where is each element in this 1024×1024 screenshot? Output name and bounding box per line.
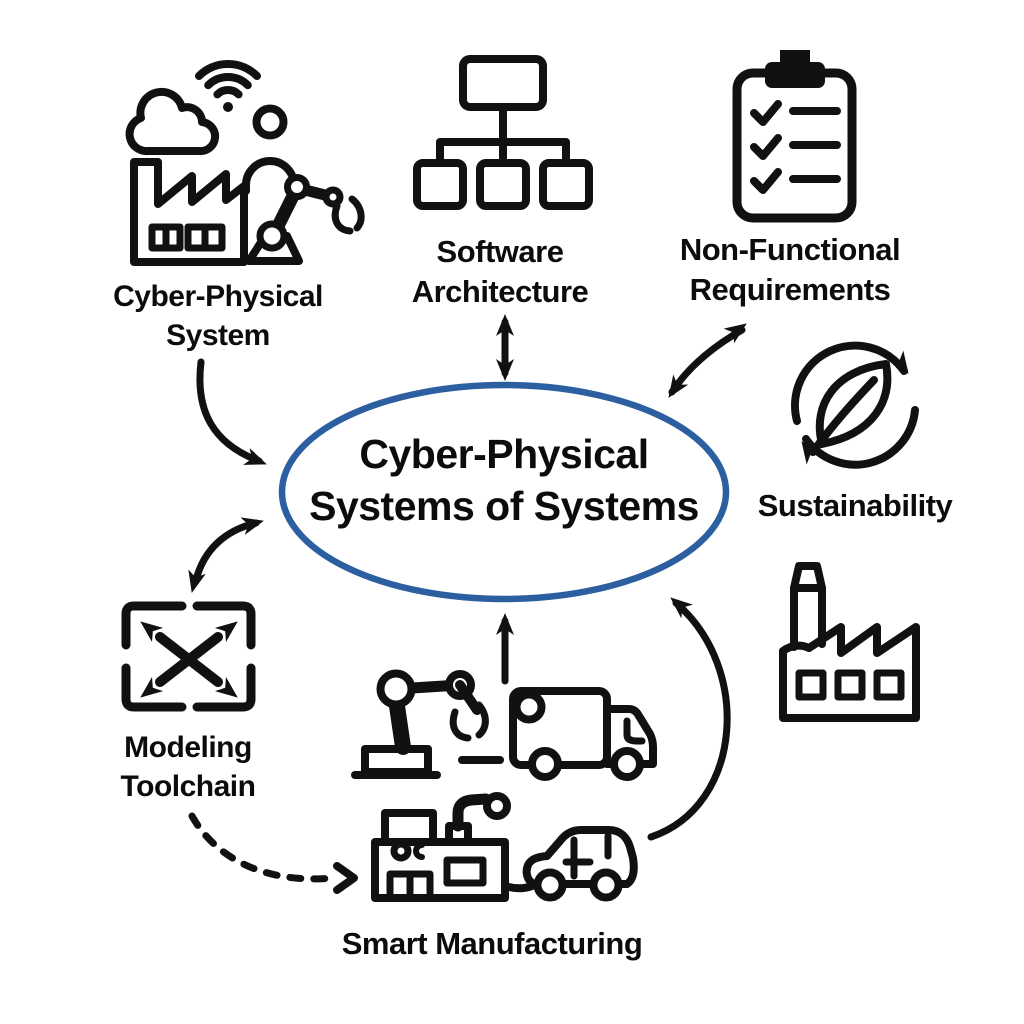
- label-cyber-physical-system: Cyber-Physical System: [58, 277, 378, 355]
- label-software-architecture: Software Architecture: [350, 232, 650, 313]
- expand-arrows-icon: [121, 601, 256, 712]
- robot-arm-icon: [245, 174, 365, 265]
- arrow-smartmfg-to-center: [496, 613, 514, 685]
- car-icon: [522, 826, 638, 902]
- label-line: Cyber-Physical: [113, 280, 323, 313]
- smart-manufacturing-icons: [351, 669, 657, 902]
- label-line: Software: [436, 234, 564, 269]
- arrow-software-center-bidirectional: [496, 314, 514, 381]
- center-ellipse-title: Cyber-Physical Systems of Systems: [282, 428, 726, 533]
- label-sustainability: Sustainability: [757, 488, 953, 523]
- industrial-robot-arm-icon: [351, 669, 504, 779]
- wifi-icon: [195, 60, 261, 112]
- delivery-truck-icon: [509, 687, 657, 781]
- label-non-functional-requirements: Non-Functional Requirements: [632, 230, 948, 311]
- cyber-physical-system-icon: [125, 60, 365, 266]
- label-modeling-toolchain: Modeling Toolchain: [64, 728, 312, 806]
- person-icon: [242, 104, 298, 195]
- label-line: System: [166, 319, 270, 352]
- smart-factory-icon: [371, 792, 536, 902]
- clipboard-checklist-icon: [732, 50, 857, 223]
- label-line: Modeling: [124, 731, 252, 764]
- arrow-smartmfg-right-to-center: [647, 590, 731, 841]
- leaf-recycle-icon: [791, 341, 919, 469]
- factory-icon: [130, 158, 248, 266]
- arrow-modeling-center-bidirectional: [183, 512, 267, 596]
- cloud-icon: [125, 87, 220, 156]
- arrow-modeling-to-smartmfg-dashed: [188, 812, 358, 894]
- factory-building-icon: [779, 562, 920, 722]
- label-smart-manufacturing: Smart Manufacturing: [341, 926, 643, 961]
- center-ellipse: [278, 381, 730, 603]
- label-line: Architecture: [411, 274, 589, 310]
- label-line: Non-Functional: [679, 232, 901, 267]
- arrow-nfr-center-bidirectional: [660, 316, 752, 403]
- software-architecture-icon: [413, 55, 593, 210]
- label-line: Toolchain: [120, 770, 256, 803]
- center-title-line: Cyber-Physical: [359, 431, 649, 477]
- center-title-line: Systems of Systems: [309, 483, 699, 530]
- label-line: Requirements: [689, 272, 891, 308]
- arrow-cps-to-center: [196, 358, 271, 473]
